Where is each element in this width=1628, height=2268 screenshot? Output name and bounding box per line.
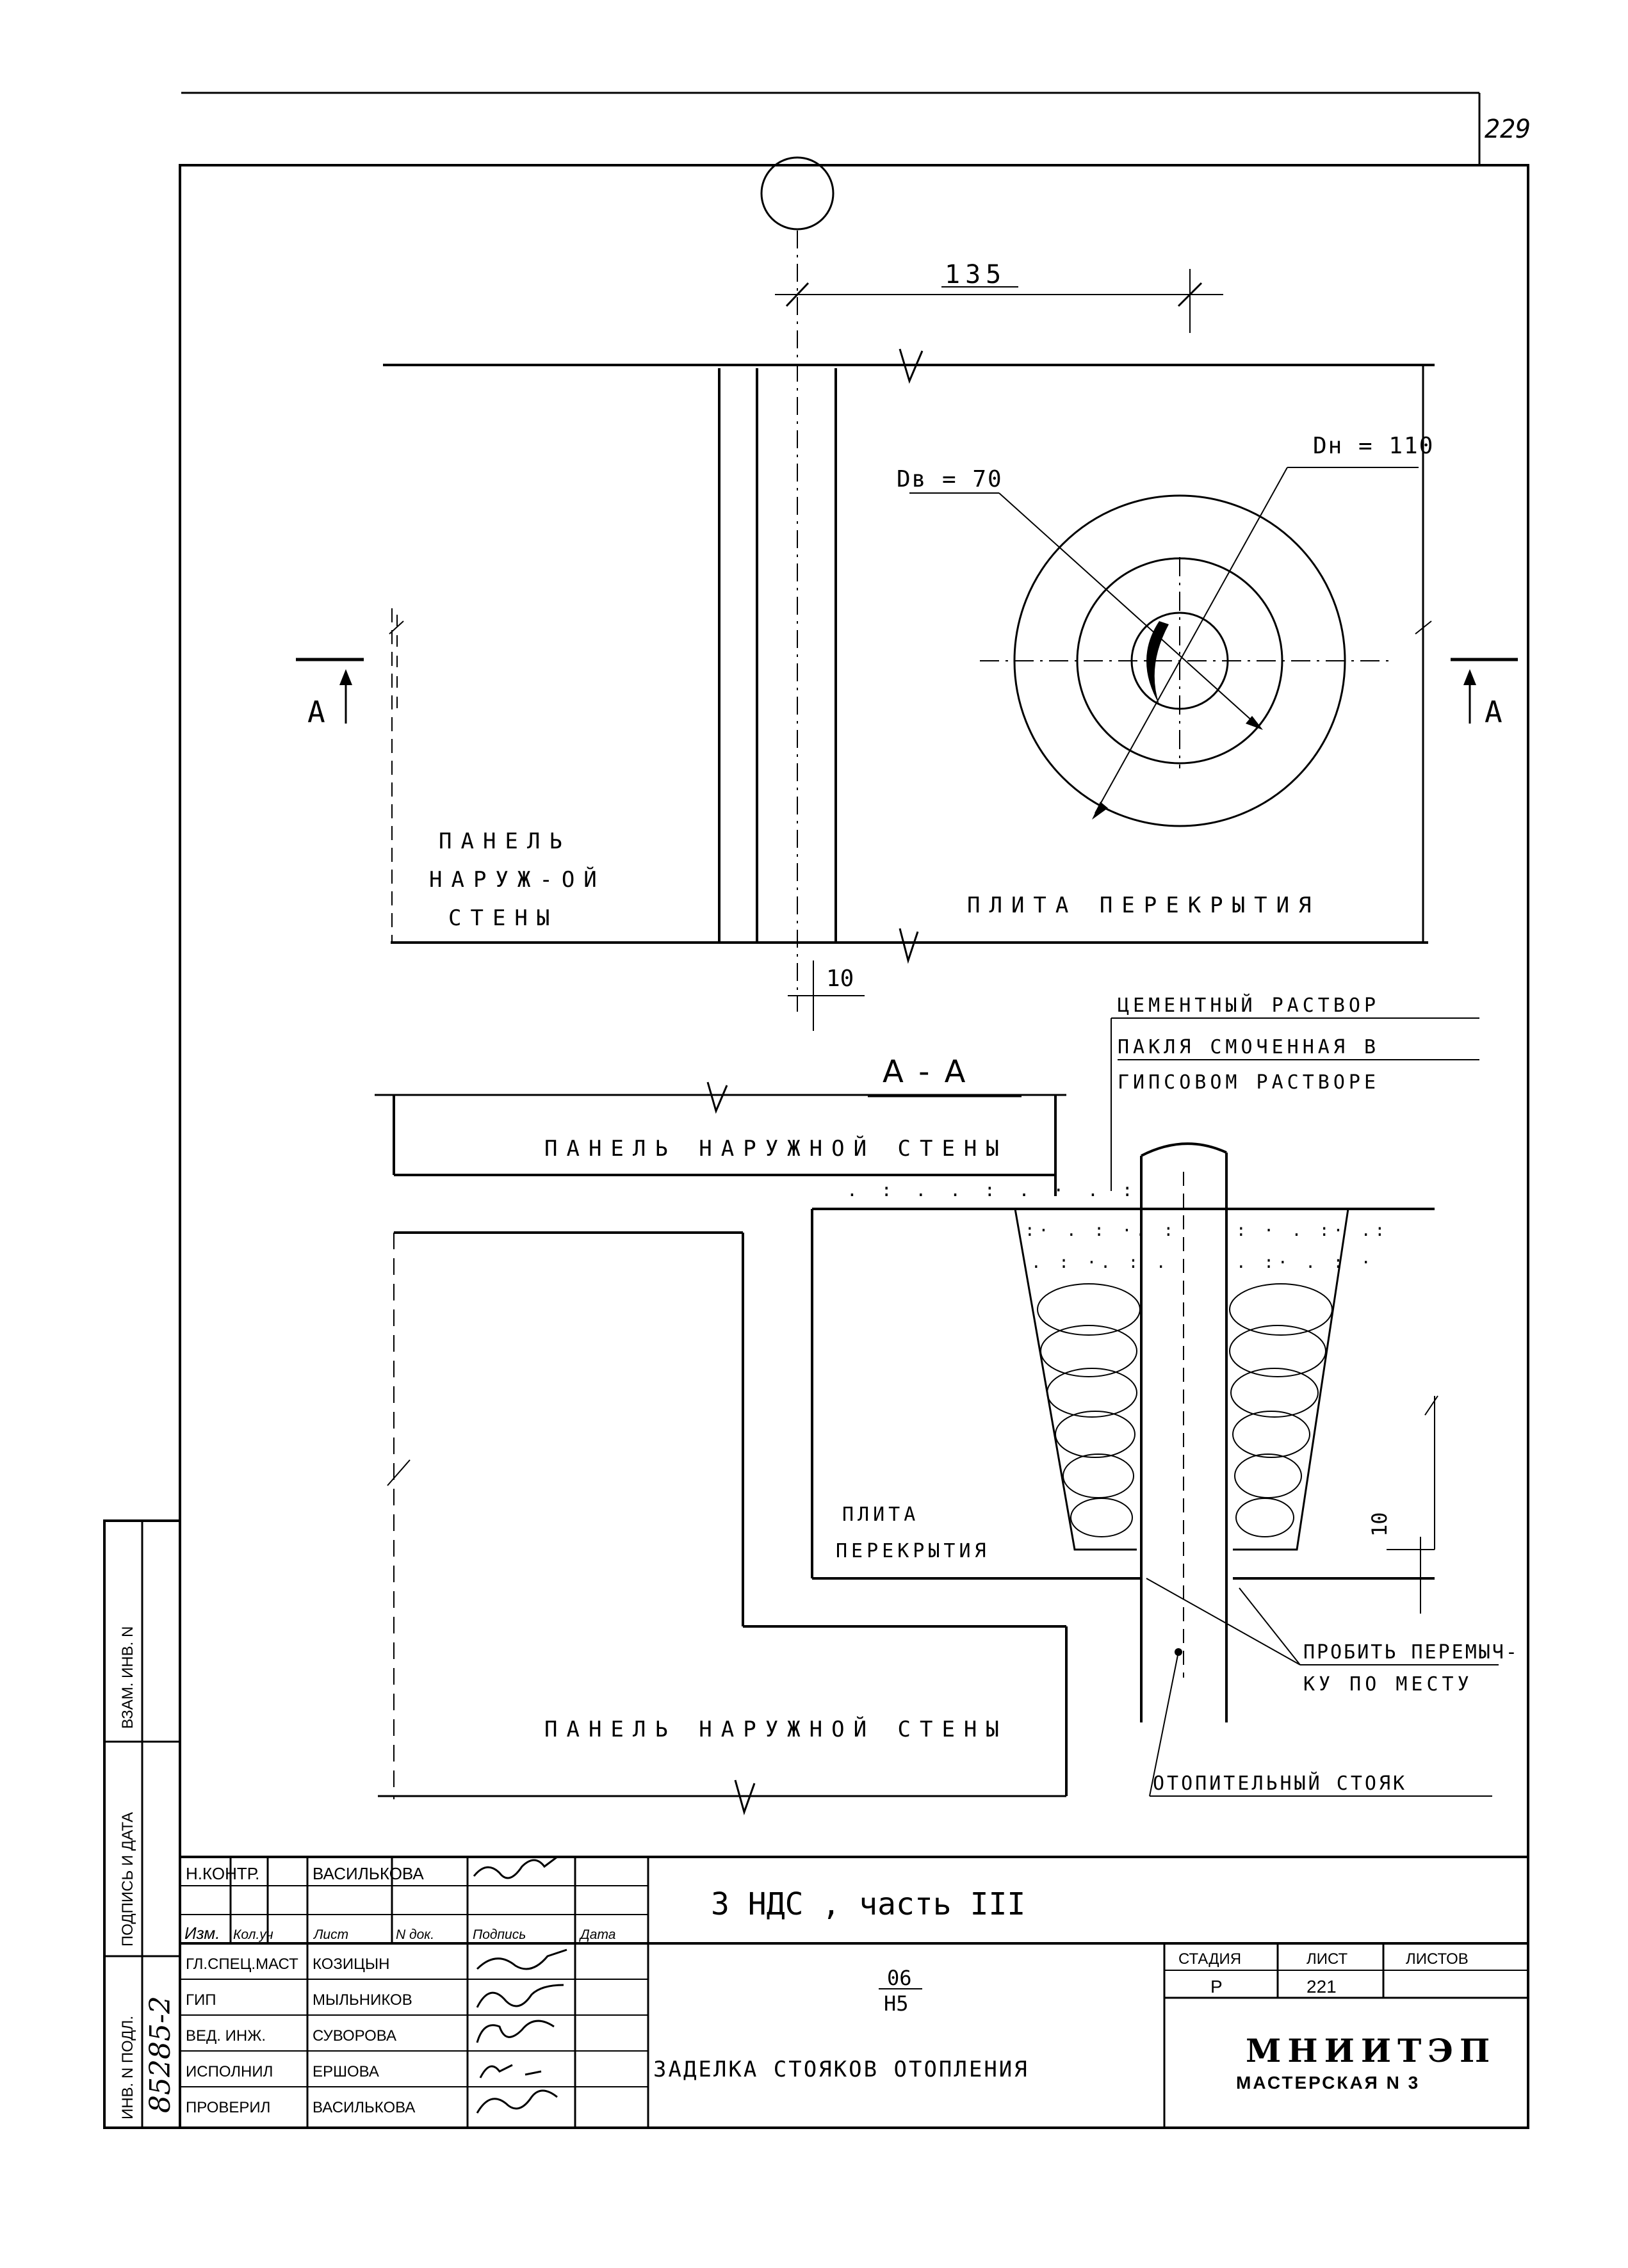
tb-sheet-label: ЛИСТ (1306, 1950, 1348, 1968)
section-mark-left: A (307, 695, 325, 729)
callout-break-2: КУ ПО МЕСТУ (1303, 1673, 1473, 1696)
tb-h-list: Лист (313, 1927, 348, 1942)
tb-role-1: ГЛ.СПЕЦ.МАСТ (186, 1956, 298, 1973)
axis-bubble (760, 156, 834, 231)
tb-project: 3 НДС , часть III (711, 1886, 1025, 1922)
tb-code-bottom: Н5 (884, 1991, 909, 2016)
plan-wall-label-3: СТЕНЫ (448, 905, 558, 931)
tb-org: МНИИТЭП (1246, 2032, 1496, 2070)
side-inv-podl: ИНВ. N ПОДЛ. (119, 2016, 136, 2119)
sec-wall-top-label: ПАНЕЛЬ НАРУЖНОЙ СТЕНЫ (544, 1135, 1008, 1162)
side-sign-date: ПОДПИСЬ И ДАТА (119, 1812, 136, 1947)
tb-h-date: Дата (579, 1927, 615, 1942)
mortar-dots-top: . : . . : . · . : (847, 1179, 1139, 1201)
d-outer-label: Dн = 110 (1313, 433, 1434, 459)
tb-sheets-label: ЛИСТОВ (1406, 1950, 1469, 1968)
d-inner-label: Dв = 70 (897, 466, 1003, 492)
tb-sig-1 (476, 1948, 567, 1970)
tb-name-3: СУВОРОВА (313, 2027, 396, 2045)
tb-n-kontr-name: ВАСИЛЬКОВА (313, 1864, 424, 1883)
dim-side-label: 10 (1367, 1512, 1392, 1537)
tow-right (1229, 1283, 1333, 1537)
tb-name-1: КОЗИЦЫН (313, 1956, 389, 1973)
callout-mortar: ЦЕМЕНТНЫЙ РАСТВОР (1118, 994, 1380, 1017)
tb-name-2: МЫЛЬНИКОВ (313, 1991, 412, 2009)
plan-right-tick (1415, 620, 1432, 635)
tb-sig-3 (476, 2020, 555, 2043)
tb-h-ndok: N док. (396, 1927, 434, 1942)
section-mark-right: A (1485, 695, 1502, 729)
callout-tow-1: ПАКЛЯ СМОЧЕННАЯ В (1118, 1036, 1380, 1058)
pipe-top-cap (1141, 1142, 1227, 1157)
dim-side-break (1424, 1395, 1438, 1416)
tb-role-5: ПРОВЕРИЛ (186, 2099, 270, 2116)
svg-text:. :· . : ·: . :· . : · (1236, 1253, 1375, 1272)
page-number: 229 (1485, 115, 1531, 144)
d-inner-leader (998, 492, 1256, 724)
section-arrow-right-head (1463, 669, 1476, 685)
d-outer-leader (1095, 467, 1288, 814)
sec-wall-left-tick (387, 1459, 411, 1486)
section-title: A - A (883, 1054, 968, 1090)
drawing-frame (179, 164, 1529, 2129)
dim-135-tick-b (1177, 282, 1203, 307)
tb-h-izm: Изм. (184, 1924, 220, 1943)
side-inv-number: 85285-2 (144, 1996, 177, 2113)
plan-wall-label-1: ПАНЕЛЬ (439, 829, 571, 854)
tow-left (1037, 1283, 1141, 1537)
sec-break-2 (734, 1779, 756, 1815)
svg-text:. : ·. : .: . : ·. : . (1031, 1253, 1170, 1272)
title-block (180, 1856, 1528, 2128)
opening-right-wall (1233, 1208, 1349, 1551)
opening-left-wall (1014, 1208, 1137, 1551)
callout-riser-dot (1175, 1648, 1182, 1656)
tb-name-5: ВАСИЛЬКОВА (313, 2099, 415, 2116)
dim-10-label: 10 (826, 966, 854, 992)
tb-sig-2 (476, 1984, 564, 2008)
plan-slab-label: ПЛИТА ПЕРЕКРЫТИЯ (967, 893, 1321, 918)
tb-role-2: ГИП (186, 1991, 216, 2009)
callout-riser: ОТОПИТЕЛЬНЫЙ СТОЯК (1153, 1772, 1407, 1795)
tb-sig-5 (476, 2089, 558, 2114)
slab-label-1: ПЛИТА (842, 1503, 919, 1526)
dim-135-label: 135 (945, 260, 1006, 289)
callout-tow-2: ГИПСОВОМ РАСТВОРЕ (1118, 1071, 1380, 1094)
svg-text:: · . :· .:: : · . :· .: (1236, 1221, 1388, 1240)
tb-h-kol: Кол.уч (233, 1927, 273, 1942)
tb-sig-4 (479, 2064, 542, 2078)
callout-riser-leader (1149, 1651, 1179, 1797)
plan-wall-label-2: НАРУЖ-ОЙ (429, 866, 606, 893)
d-inner-arrow (1246, 716, 1263, 730)
tb-stage: Р (1210, 1977, 1223, 1997)
svg-text::· . : ·. :: :· . : ·. : (1025, 1221, 1177, 1240)
break-mark-2 (899, 928, 919, 964)
tb-n-kontr-label: Н.КОНТР. (186, 1864, 259, 1883)
callout-break-leader-2 (1239, 1587, 1301, 1665)
tb-code-top: 06 (887, 1966, 912, 1990)
side-inv-zam: ВЗАМ. ИНВ. N (119, 1626, 136, 1729)
tb-role-3: ВЕД. ИНЖ. (186, 2027, 266, 2045)
plan-left-tick (389, 620, 404, 635)
pipe-hatch (1146, 621, 1169, 704)
dim-135-tick-a (785, 282, 810, 307)
callout-break-leader-1 (1146, 1578, 1301, 1665)
tb-role-4: ИСПОЛНИЛ (186, 2063, 273, 2080)
slab-label-2: ПЕРЕКРЫТИЯ (836, 1540, 990, 1562)
break-mark (899, 348, 924, 384)
sec-break-1 (706, 1081, 728, 1114)
section-arrow-left-head (339, 669, 352, 685)
tb-stage-label: СТАДИЯ (1178, 1950, 1241, 1968)
tb-drawing-title: ЗАДЕЛКА СТОЯКОВ ОТОПЛЕНИЯ (653, 2057, 1029, 2082)
tb-name-4: ЕРШОВА (313, 2063, 379, 2080)
tb-h-sign: Подпись (473, 1927, 526, 1942)
mortar-fill: :· . : ·. : . : ·. : . : · . :· .: . :· … (1025, 1221, 1388, 1272)
sec-wall-bottom-label: ПАНЕЛЬ НАРУЖНОЙ СТЕНЫ (544, 1716, 1008, 1742)
callout-break-1: ПРОБИТЬ ПЕРЕМЫЧ- (1303, 1641, 1519, 1664)
svg-text:. : . . : . · . :: . : . . : . · . : (847, 1179, 1139, 1201)
tb-sheet: 221 (1306, 1977, 1337, 1997)
tb-workshop: МАСТЕРСКАЯ N 3 (1236, 2073, 1420, 2093)
d-outer-arrow (1092, 802, 1108, 820)
tb-sig-nkontr (473, 1856, 558, 1879)
